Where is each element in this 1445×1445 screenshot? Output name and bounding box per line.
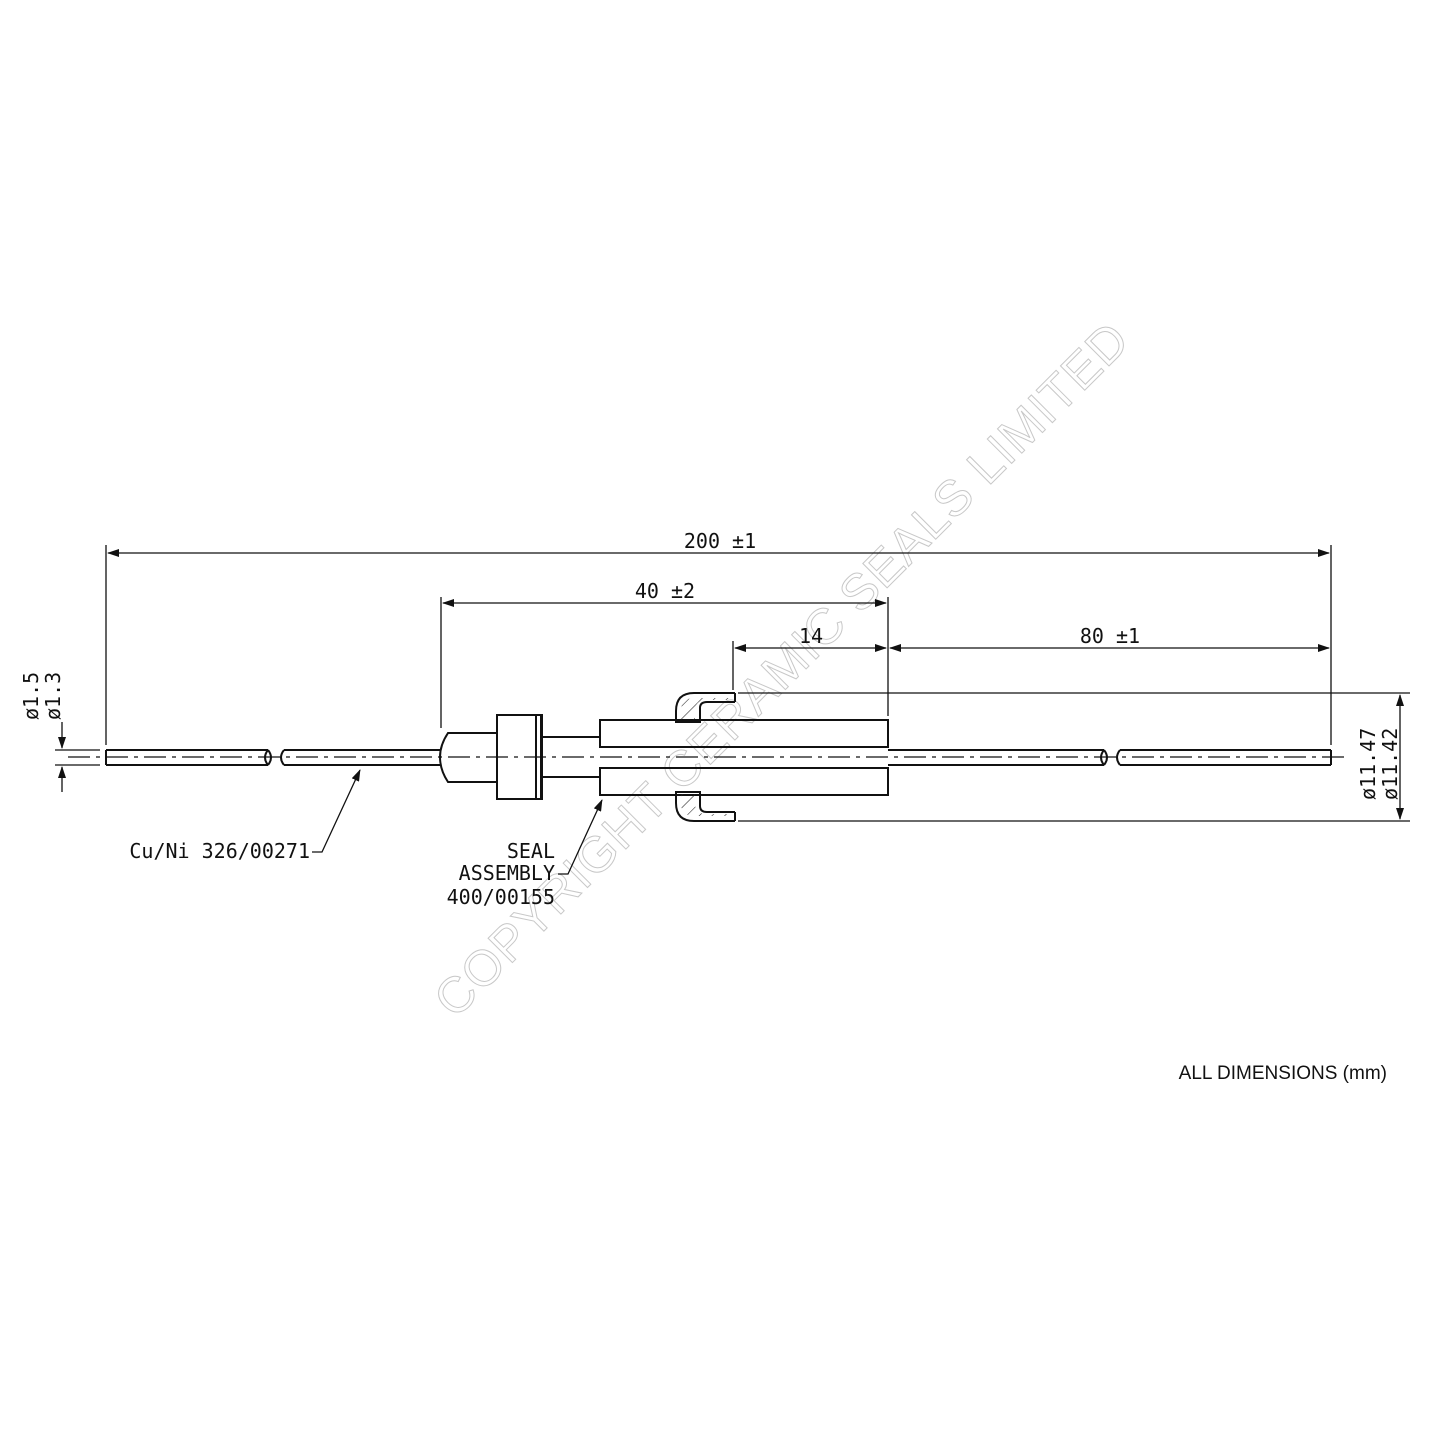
seal-callout: SEAL ASSEMBLY 400/00155 bbox=[447, 799, 603, 909]
wire-dia-max-label: ø1.5 bbox=[19, 672, 43, 720]
dim-overall: 200 ±1 bbox=[107, 529, 1330, 557]
wire-dia-min-label: ø1.3 bbox=[41, 672, 65, 720]
seal-length-label: 40 ±2 bbox=[635, 579, 695, 603]
wire-callout-label: Cu/Ni 326/00271 bbox=[129, 839, 310, 863]
dim-pin-extension: 80 ±1 bbox=[889, 624, 1330, 652]
units-note: ALL DIMENSIONS (mm) bbox=[1178, 1063, 1387, 1084]
dim-flange-diameter: ø11.47 ø11.42 bbox=[1356, 694, 1404, 820]
wire-callout: Cu/Ni 326/00271 bbox=[129, 769, 361, 863]
overall-length-label: 200 ±1 bbox=[684, 529, 756, 553]
seal-callout-line1: SEAL bbox=[507, 839, 555, 863]
seal-callout-line3: 400/00155 bbox=[447, 885, 555, 909]
pin-extension-label: 80 ±1 bbox=[1080, 624, 1140, 648]
right-pin bbox=[888, 749, 1332, 766]
copyright-watermark: COPYRIGHT CERAMIC SEALS LIMITED bbox=[423, 311, 1140, 1028]
left-wire bbox=[105, 749, 441, 766]
extension-lines bbox=[55, 545, 1410, 822]
dim-flange-width: 14 bbox=[734, 624, 887, 652]
dim-wire-diameter: ø1.5 ø1.3 bbox=[19, 672, 66, 792]
flange-dia-min-label: ø11.42 bbox=[1378, 728, 1402, 800]
flange-width-label: 14 bbox=[799, 624, 823, 648]
dim-seal-length: 40 ±2 bbox=[442, 579, 887, 607]
seal-callout-line2: ASSEMBLY bbox=[459, 861, 555, 885]
seal-assembly bbox=[438, 692, 889, 822]
flange-dia-max-label: ø11.47 bbox=[1356, 728, 1380, 800]
